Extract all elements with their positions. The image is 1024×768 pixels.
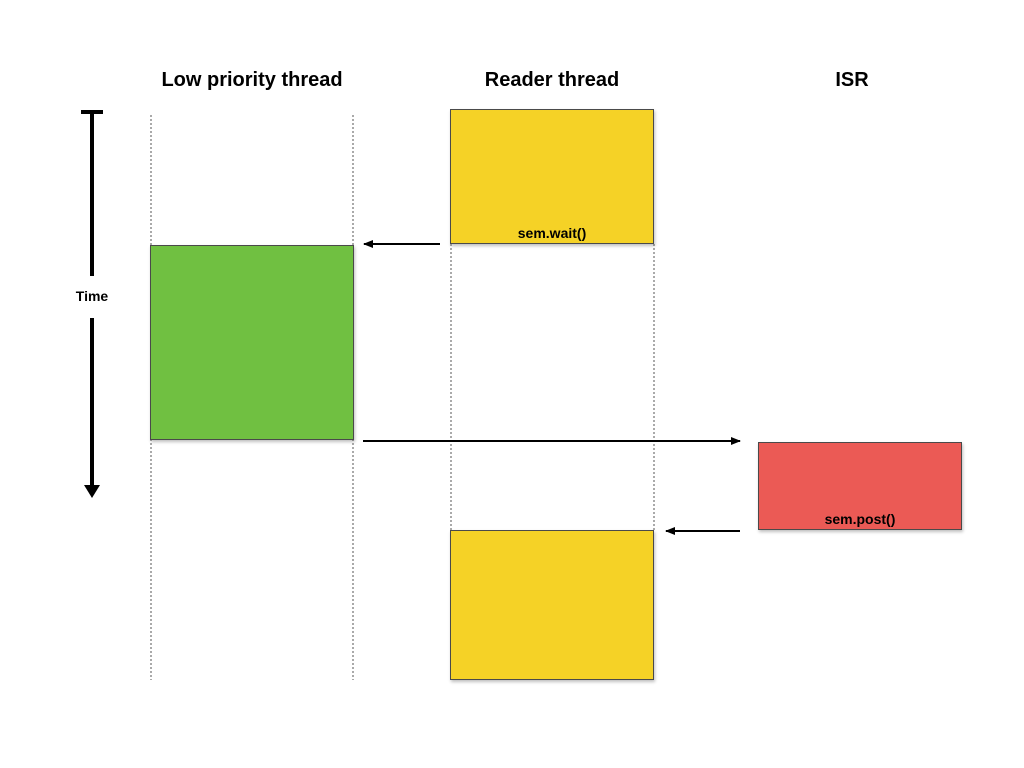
time-axis-arrowhead bbox=[84, 485, 100, 498]
reader-block-resume bbox=[450, 530, 654, 680]
sem-post-label: sem.post() bbox=[824, 511, 896, 527]
isr-title: ISR bbox=[835, 69, 869, 91]
time-axis-label: Time bbox=[75, 288, 109, 304]
sem-wait-label: sem.wait() bbox=[517, 225, 587, 241]
reader-block-wait: sem.wait() bbox=[450, 109, 654, 244]
low-priority-thread-title: Low priority thread bbox=[161, 69, 343, 91]
low-priority-block bbox=[150, 245, 354, 440]
isr-block: sem.post() bbox=[758, 442, 962, 530]
reader-thread-title: Reader thread bbox=[484, 69, 620, 91]
